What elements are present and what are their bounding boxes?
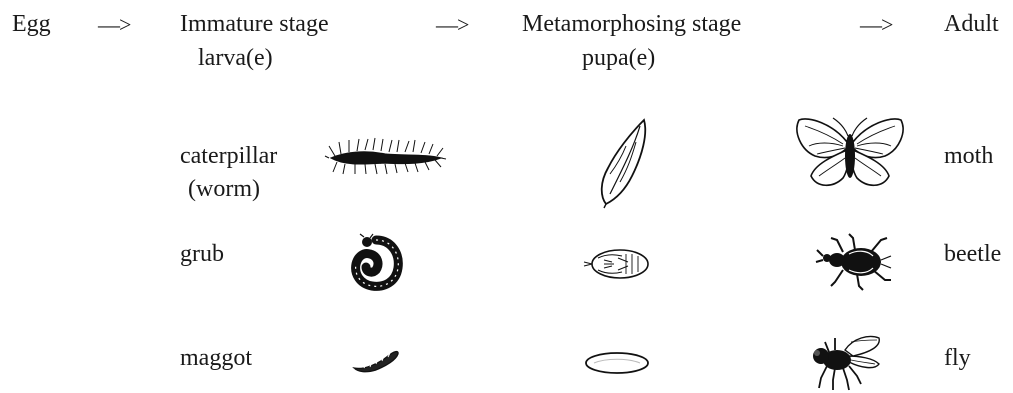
arrow-1: —> xyxy=(98,11,130,39)
grub-icon xyxy=(350,234,404,292)
beetle-pupa-icon xyxy=(582,246,652,282)
arrow-3: —> xyxy=(860,11,892,39)
adult-label-moth: moth xyxy=(944,142,993,170)
larva-label-caterpillar: caterpillar xyxy=(180,142,277,170)
fly-icon xyxy=(805,332,883,393)
arrow-2: —> xyxy=(436,11,468,39)
adult-label-beetle: beetle xyxy=(944,240,1001,268)
adult-label-fly: fly xyxy=(944,344,971,372)
beetle-icon xyxy=(815,232,897,292)
stage-immature-subtitle: larva(e) xyxy=(198,44,273,72)
puparium-icon xyxy=(582,350,652,376)
stage-egg: Egg xyxy=(12,10,51,38)
chrysalis-icon xyxy=(596,116,650,208)
larva-label-worm: (worm) xyxy=(188,175,260,203)
maggot-icon xyxy=(350,344,402,374)
stage-adult: Adult xyxy=(944,10,999,38)
larva-label-grub: grub xyxy=(180,240,224,268)
stage-immature-title: Immature stage xyxy=(180,10,329,38)
larva-label-maggot: maggot xyxy=(180,344,252,372)
stage-metamorph-title: Metamorphosing stage xyxy=(522,10,741,38)
caterpillar-icon xyxy=(325,136,447,178)
stage-metamorph-subtitle: pupa(e) xyxy=(582,44,655,72)
moth-icon xyxy=(793,114,907,194)
